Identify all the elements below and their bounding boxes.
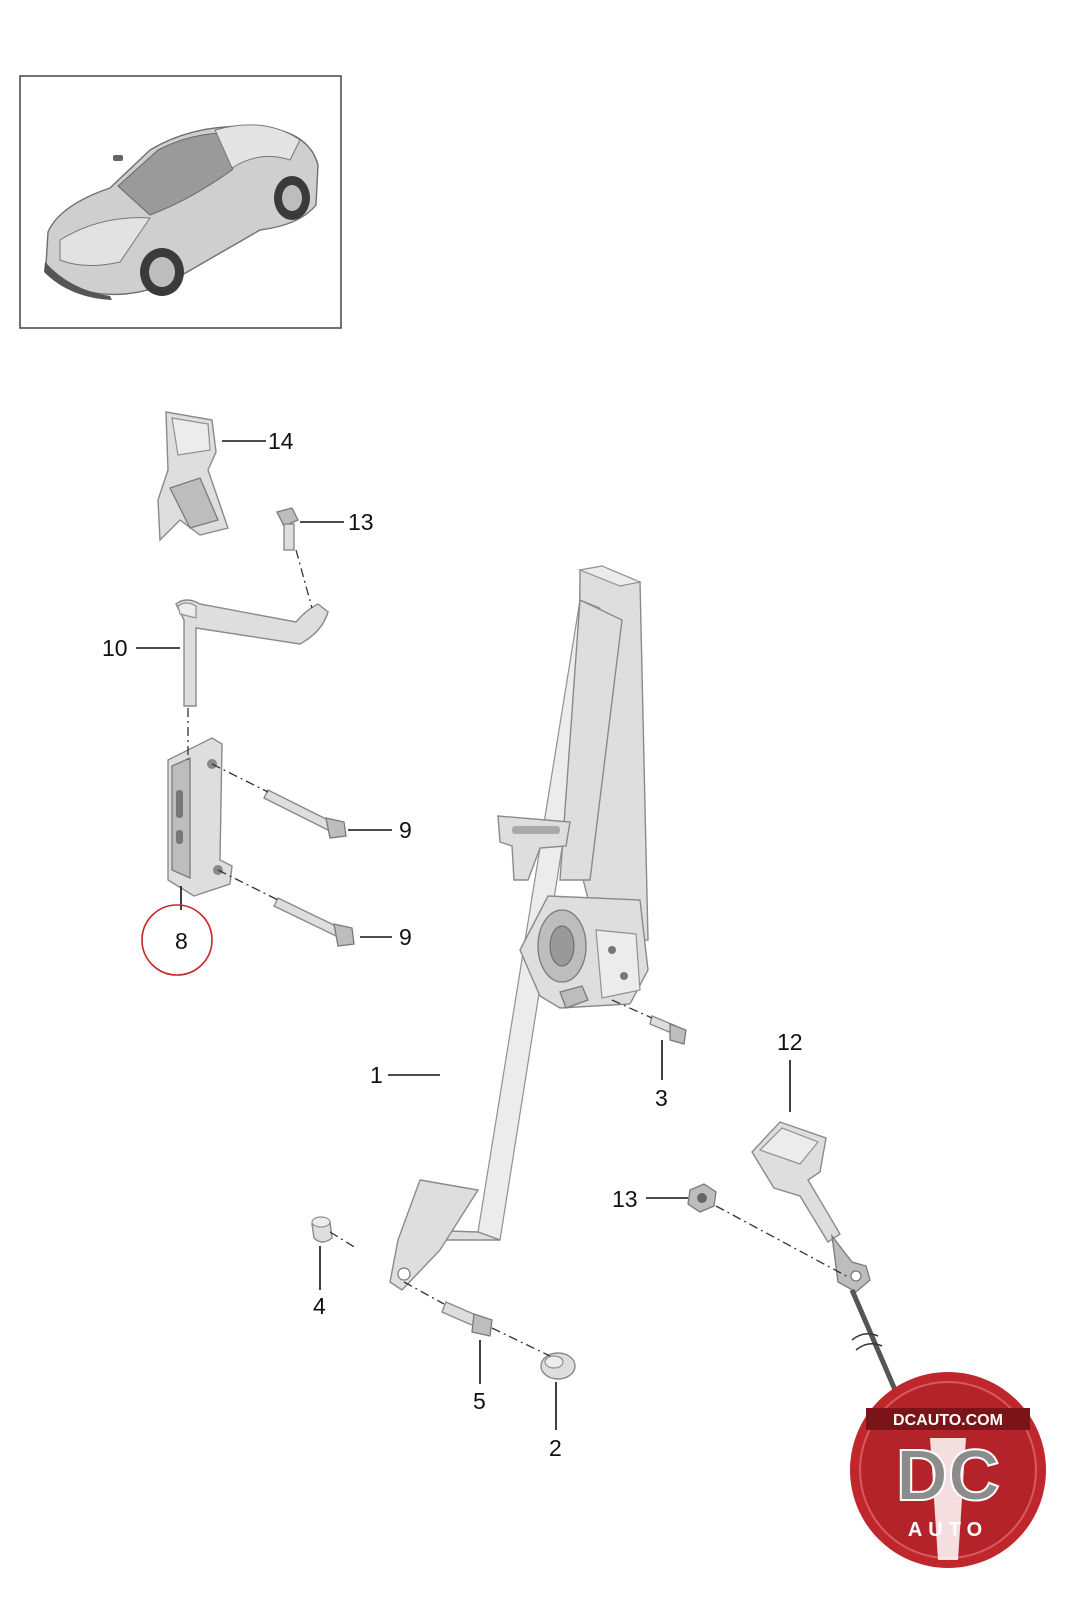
part-8-bracket [167,737,233,897]
car-illustration [44,124,319,300]
callout-4: 4 [313,1293,326,1319]
part-10-guide-rail [175,599,329,707]
callout-14: 14 [268,428,294,454]
logo-word: AUTO [908,1519,988,1541]
vehicle-thumbnail [19,75,342,329]
part-3-bolt [649,1015,687,1045]
callout-10: 10 [102,635,128,661]
callout-12: 12 [777,1029,803,1055]
callout-8-highlight-ring [141,904,213,976]
retractor-unit [519,895,649,1009]
part-2-cap [540,1352,576,1380]
callout-5: 5 [473,1388,486,1414]
dcauto-logo: DCAUTO.COM DC AUTO [850,1372,1046,1568]
part-12-buckle [751,1121,911,1421]
callout-8: 8 [175,928,188,954]
callout-3: 3 [655,1085,668,1111]
callout-13: 13 [612,1186,638,1212]
part-4-spacer [311,1216,333,1243]
logo-initials: DC [896,1436,1000,1516]
part-14-trim-cover [157,411,229,542]
leader-lines [136,440,791,1430]
callout-11: 13 [348,509,374,535]
callout-1: 1 [370,1062,383,1088]
callout-9-lower: 9 [399,924,412,950]
callout-9-upper: 9 [399,817,412,843]
callout-2: 2 [549,1435,562,1461]
part-13-nut [687,1183,717,1213]
part-9-bolt-lower [273,897,355,947]
assembly-lines [187,549,851,1357]
belt-guide-loop [497,815,571,881]
callout-labels: 14 13 10 9 9 8 1 3 12 13 4 5 2 [102,428,803,1461]
part-5-bolt [441,1301,493,1337]
part-9-bolt-upper [263,789,347,839]
logo-domain: DCAUTO.COM [893,1412,1003,1429]
part-11-bolt [276,507,299,551]
